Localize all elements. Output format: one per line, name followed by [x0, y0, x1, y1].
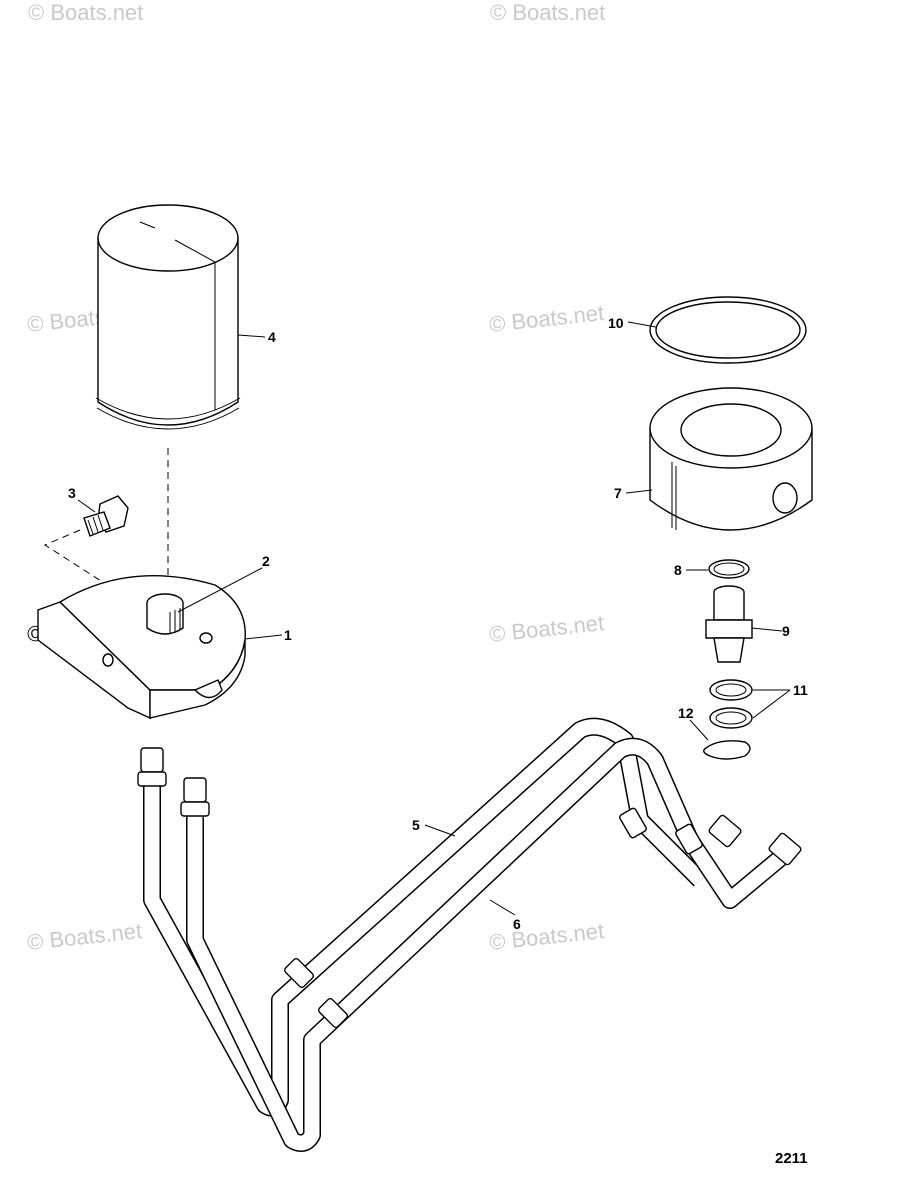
callouts: 1 2 3 4 5 6 7 8 9 10 11 12 [68, 315, 808, 932]
callout-7: 7 [614, 485, 622, 501]
oil-filter-part [95, 204, 241, 430]
small-seal-inner [713, 562, 745, 576]
alignment-line [43, 529, 116, 591]
watermark: © Boats.net [488, 918, 605, 955]
watermark: © Boats.net [28, 0, 143, 25]
callout-4: 4 [268, 329, 276, 345]
watermark: © Boats.net [488, 610, 605, 647]
o-ring-inner [715, 683, 747, 697]
o-ring-part [709, 707, 753, 729]
callout-1: 1 [284, 627, 292, 643]
callout-2: 2 [262, 553, 270, 569]
callout-11: 11 [793, 682, 808, 698]
callout-5: 5 [412, 817, 420, 833]
callout-8: 8 [674, 562, 682, 578]
seal-ring-part [649, 296, 807, 364]
callout-9: 9 [782, 623, 790, 639]
watermark: © Boats.net [26, 918, 143, 955]
o-ring-inner [715, 711, 747, 725]
callout-10: 10 [608, 315, 624, 331]
watermarks: © Boats.net © Boats.net © Boats.net © Bo… [26, 0, 605, 955]
retaining-clip-part [703, 740, 751, 760]
callout-6: 6 [513, 916, 521, 932]
figure-number: 2211 [775, 1150, 808, 1167]
oil-hoses-part [137, 717, 802, 1152]
adapter-ring-part [649, 387, 813, 531]
o-ring-part [709, 679, 753, 701]
leader-lines [77, 321, 791, 916]
fitting-part [705, 585, 753, 663]
watermark: © Boats.net [488, 300, 605, 337]
filter-bracket-part [37, 574, 246, 720]
watermark: © Boats.net [490, 0, 605, 25]
callout-12: 12 [678, 705, 694, 721]
callout-3: 3 [68, 485, 76, 501]
bolt-part [83, 495, 129, 537]
